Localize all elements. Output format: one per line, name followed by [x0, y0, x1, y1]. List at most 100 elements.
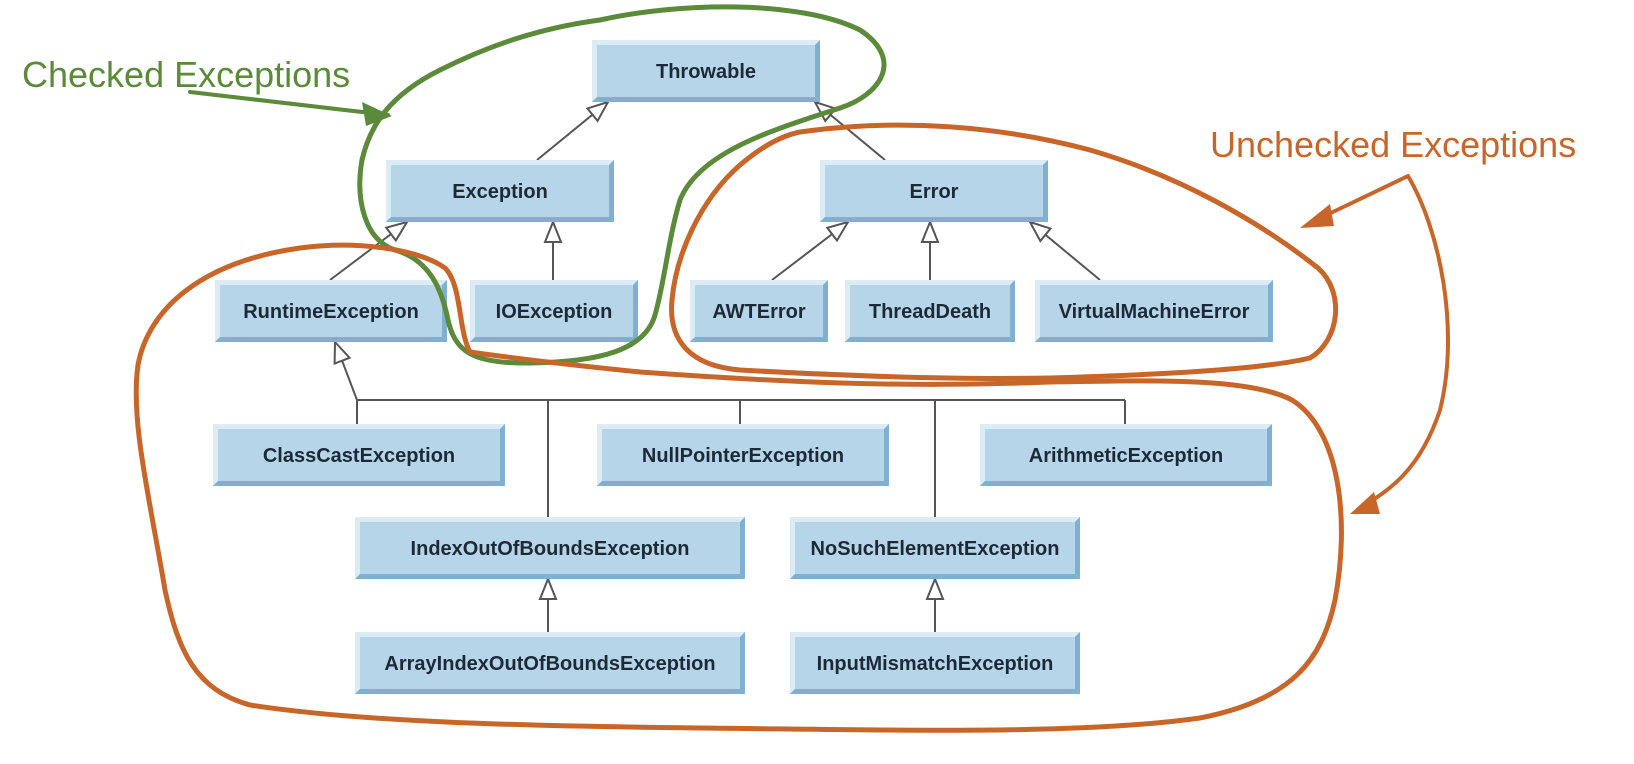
box-bevel-bottom: [1035, 337, 1273, 342]
box-bevel-left: [790, 632, 795, 694]
box-bevel-top: [820, 160, 1048, 165]
checked-exceptions-label: Checked Exceptions: [22, 54, 350, 95]
unchecked-exceptions-label: Unchecked Exceptions: [1210, 124, 1576, 165]
box-bevel-left: [690, 280, 695, 342]
class-label-threaddeath: ThreadDeath: [869, 301, 991, 323]
class-label-nosuchelement: NoSuchElementException: [811, 538, 1060, 560]
class-box-nullpointer: NullPointerException: [597, 424, 889, 486]
box-bevel-left: [355, 517, 360, 579]
box-bevel-bottom: [213, 481, 505, 486]
box-bevel-top: [1035, 280, 1273, 285]
box-face: [845, 280, 1015, 342]
box-bevel-right: [1010, 280, 1015, 342]
box-face: [386, 160, 614, 222]
box-bevel-left: [790, 517, 795, 579]
inheritance-arrowhead-arrayindexoob: [538, 576, 558, 600]
class-box-vmerror: VirtualMachineError: [1035, 280, 1273, 342]
box-bevel-right: [1075, 517, 1080, 579]
box-bevel-bottom: [386, 217, 614, 222]
box-bevel-top: [470, 280, 638, 285]
class-box-inputmismatch: InputMismatchException: [790, 632, 1080, 694]
box-bevel-right: [740, 632, 745, 694]
box-face: [790, 632, 1080, 694]
box-face: [790, 517, 1080, 579]
box-face: [1035, 280, 1273, 342]
box-bevel-left: [592, 40, 597, 102]
class-label-indexoob: IndexOutOfBoundsException: [411, 538, 690, 560]
box-face: [213, 424, 505, 486]
box-bevel-top: [845, 280, 1015, 285]
box-bevel-top: [213, 424, 505, 429]
class-label-inputmismatch: InputMismatchException: [817, 653, 1054, 675]
box-bevel-bottom: [592, 97, 820, 102]
class-box-threaddeath: ThreadDeath: [845, 280, 1015, 342]
box-bevel-left: [820, 160, 825, 222]
class-label-exception: Exception: [452, 181, 548, 203]
class-label-arithmetic: ArithmeticException: [1029, 445, 1223, 467]
class-box-throwable: Throwable: [592, 40, 820, 102]
class-box-error: Error: [820, 160, 1048, 222]
unchecked-arrow-head-bottom: [1350, 492, 1380, 514]
checked-exceptions-outline: [357, 4, 887, 366]
box-bevel-top: [386, 160, 614, 165]
box-bevel-right: [823, 280, 828, 342]
class-label-error: Error: [910, 181, 959, 203]
box-bevel-left: [213, 424, 218, 486]
class-box-exception: Exception: [386, 160, 614, 222]
inheritance-arrowhead-awterror: [825, 220, 851, 243]
box-face: [355, 632, 745, 694]
box-bevel-bottom: [355, 574, 745, 579]
box-bevel-right: [1075, 632, 1080, 694]
class-label-classcast: ClassCastException: [263, 445, 455, 467]
box-face: [980, 424, 1272, 486]
box-bevel-bottom: [790, 574, 1080, 579]
class-label-runtime: RuntimeException: [243, 301, 419, 323]
box-bevel-bottom: [845, 337, 1015, 342]
box-bevel-right: [500, 424, 505, 486]
class-label-arrayindexoob: ArrayIndexOutOfBoundsException: [384, 653, 715, 675]
box-bevel-bottom: [597, 481, 889, 486]
box-face: [690, 280, 828, 342]
box-bevel-right: [740, 517, 745, 579]
class-box-indexoob: IndexOutOfBoundsException: [355, 517, 745, 579]
box-bevel-right: [1268, 280, 1273, 342]
box-bevel-left: [215, 280, 220, 342]
class-box-classcast: ClassCastException: [213, 424, 505, 486]
box-bevel-right: [1043, 160, 1048, 222]
class-label-vmerror: VirtualMachineError: [1059, 301, 1250, 323]
box-bevel-bottom: [355, 689, 745, 694]
class-label-ioexception: IOException: [496, 301, 613, 323]
box-face: [597, 424, 889, 486]
box-bevel-right: [1267, 424, 1272, 486]
class-box-runtime: RuntimeException: [215, 280, 447, 342]
box-bevel-top: [592, 40, 820, 45]
inheritance-arrowhead-runtime: [384, 220, 410, 243]
box-bevel-top: [355, 517, 745, 522]
box-bevel-top: [690, 280, 828, 285]
box-face: [215, 280, 447, 342]
box-bevel-left: [597, 424, 602, 486]
class-box-ioexception: IOException: [470, 280, 638, 342]
box-bevel-right: [633, 280, 638, 342]
class-box-arithmetic: ArithmeticException: [980, 424, 1272, 486]
inheritance-arrowhead-exception: [585, 100, 611, 123]
box-bevel-top: [790, 517, 1080, 522]
box-bevel-left: [355, 632, 360, 694]
box-bevel-bottom: [215, 337, 447, 342]
inheritance-arrowhead-runtime-subclasses: [333, 339, 352, 365]
box-bevel-bottom: [470, 337, 638, 342]
box-bevel-left: [980, 424, 985, 486]
box-bevel-top: [355, 632, 745, 637]
checked-arrow-line: [188, 90, 390, 117]
box-bevel-top: [597, 424, 889, 429]
box-bevel-top: [215, 280, 447, 285]
box-bevel-bottom: [820, 217, 1048, 222]
box-bevel-bottom: [790, 689, 1080, 694]
box-face: [470, 280, 638, 342]
box-face: [820, 160, 1048, 222]
unchecked-exceptions-outline-runtime: [133, 242, 1344, 733]
connectors: [329, 100, 1126, 632]
